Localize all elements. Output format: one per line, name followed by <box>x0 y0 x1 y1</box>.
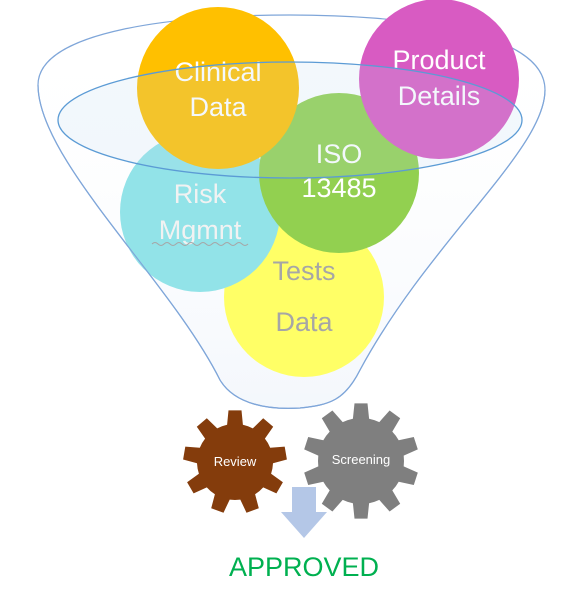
ball-clinical-line2: Data <box>189 92 247 122</box>
gear-screening-label: Screening <box>332 452 391 467</box>
approved-label: APPROVED <box>229 552 379 582</box>
funnel-outline <box>37 84 546 409</box>
ball-product: Product Details <box>359 0 519 159</box>
ball-product-line2: Details <box>398 81 481 111</box>
funnel-rim <box>57 61 523 179</box>
ball-clinical: Clinical Data <box>137 7 299 169</box>
spellcheck-underline <box>151 242 249 246</box>
ball-risk-line1: Risk <box>174 179 227 209</box>
ball-risk-line2: Mgmnt <box>159 215 242 245</box>
gear-screening: Screening <box>304 403 418 519</box>
ball-tests-line2: Data <box>275 307 333 337</box>
ball-clinical-line1: Clinical <box>174 57 261 87</box>
ball-iso-line1: ISO <box>316 139 363 169</box>
gear-review-icon <box>183 410 287 513</box>
ball-risk-shape <box>120 132 280 292</box>
down-arrow-icon <box>281 487 327 538</box>
gear-review: Review <box>183 410 287 513</box>
ball-risk: Risk Mgmnt <box>120 132 280 292</box>
gear-screening-icon <box>304 403 418 519</box>
ball-tests-line1: Tests <box>272 256 335 286</box>
gear-review-label: Review <box>214 454 257 469</box>
ball-iso-shape <box>259 93 419 253</box>
ball-clinical-shape <box>137 7 299 169</box>
ball-product-shape <box>359 0 519 159</box>
